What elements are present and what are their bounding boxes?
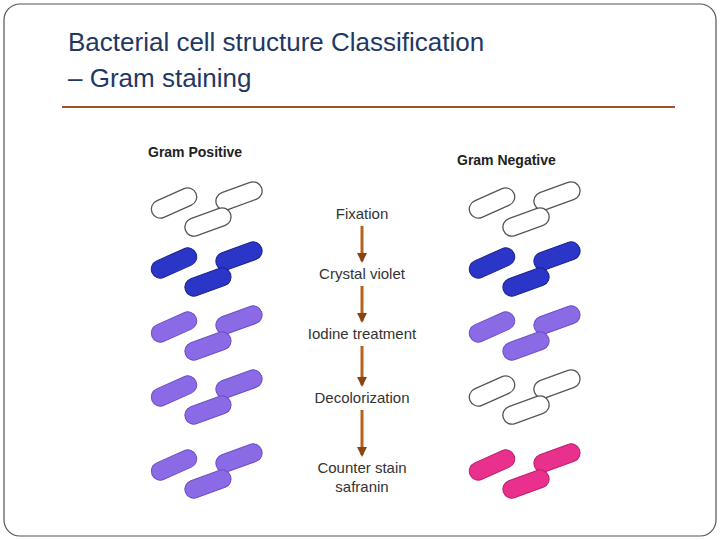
step-label: Fixation [292, 204, 432, 223]
purple-cells [148, 441, 264, 500]
decolorized-cells [466, 367, 582, 426]
title-rule [62, 106, 675, 108]
step-label: Crystal violet [292, 264, 432, 283]
step-arrow [361, 286, 364, 321]
step-text: Counter stain safranin [312, 458, 412, 496]
violet-cells [148, 239, 264, 298]
step-text: Crystal violet [292, 264, 432, 283]
step-arrow [361, 226, 364, 261]
slide-frame [4, 4, 716, 536]
step-text: Fixation [292, 204, 432, 223]
step-arrow [361, 410, 364, 455]
violet-cells [466, 239, 582, 298]
step-label: Iodine treatment [287, 324, 437, 343]
column-heading: Gram Positive [148, 144, 242, 160]
step-text: Iodine treatment [287, 324, 437, 343]
slide-title: Bacterial cell structure Classification … [68, 24, 488, 96]
unstained-cells [466, 179, 582, 238]
column-heading: Gram Negative [457, 152, 556, 168]
step-arrow [361, 346, 364, 385]
step-text: Decolorization [292, 388, 432, 407]
purple-cells [148, 367, 264, 426]
purple-cells [148, 303, 264, 362]
purple-cells [466, 303, 582, 362]
pink-cells [466, 441, 582, 500]
unstained-cells [148, 179, 264, 238]
step-label: Counter stain safranin [312, 458, 412, 496]
step-label: Decolorization [292, 388, 432, 407]
